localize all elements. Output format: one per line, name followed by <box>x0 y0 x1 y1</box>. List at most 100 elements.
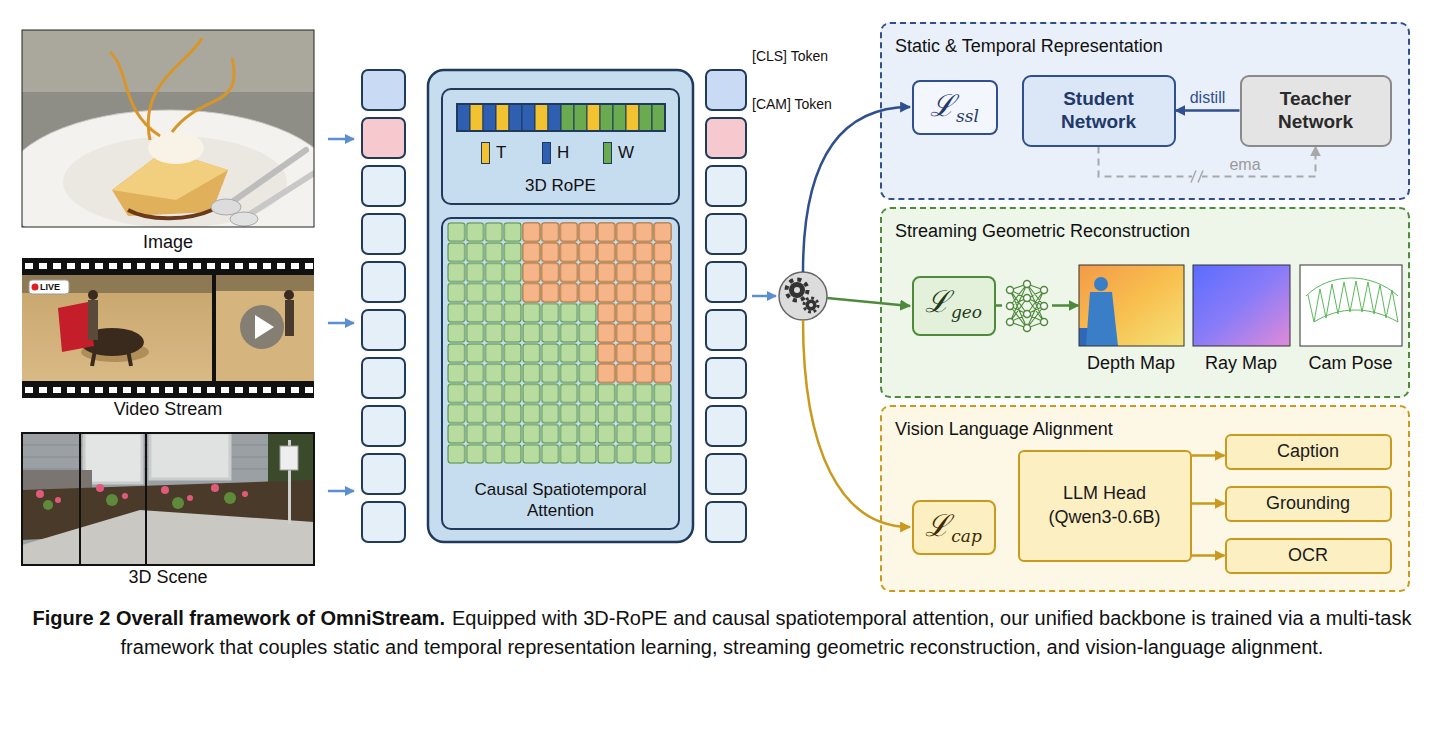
attention-grid <box>447 222 672 464</box>
token-square <box>706 502 746 542</box>
ray-map <box>1193 265 1290 346</box>
node-subscript: cap <box>951 526 982 546</box>
gear-icon <box>779 272 827 320</box>
node-text: Caption <box>1277 441 1339 463</box>
rope-bar <box>626 104 639 131</box>
scene-photo <box>36 490 44 498</box>
legend-swatch <box>603 142 612 164</box>
task-box: OCR <box>1225 538 1392 574</box>
camera-pose <box>1308 281 1398 322</box>
scene-photo <box>22 510 314 565</box>
node-text: LLM Head (Qwen3-0.6B) <box>1042 482 1168 529</box>
gear-icon <box>789 282 805 298</box>
token-square <box>362 70 746 542</box>
rope-bar <box>535 104 548 131</box>
depth-map <box>1079 265 1184 346</box>
film-strip <box>285 300 294 336</box>
node-text: Teacher Network <box>1250 88 1382 134</box>
token-square <box>706 358 746 398</box>
output-tile: Cam Pose <box>1300 265 1402 375</box>
network-icon <box>1002 278 1052 334</box>
live-badge-text: LIVE <box>40 280 68 294</box>
figure-title: Figure 2 Overall framework of OmniStream… <box>33 607 445 629</box>
flow-arrow <box>1192 554 1225 557</box>
scene-photo <box>43 492 236 510</box>
break-mark <box>1191 171 1203 183</box>
token-square <box>362 262 405 302</box>
rope-bar <box>613 104 626 131</box>
loss-box: ℒcap <box>912 500 996 555</box>
depth-map <box>1079 265 1184 346</box>
distill-arrow <box>1176 109 1240 112</box>
film-strip <box>88 300 98 340</box>
input-arrow <box>328 490 354 493</box>
scene-frame <box>22 433 314 565</box>
node-text: Depth Map <box>1087 353 1175 375</box>
scene-photo <box>242 491 248 497</box>
input-arrow <box>328 139 776 491</box>
scene-photo <box>161 486 169 494</box>
token-square <box>362 310 405 350</box>
gear-icon <box>804 298 818 312</box>
network-icon <box>1024 311 1031 318</box>
task-arrow <box>803 320 910 527</box>
film-strip <box>216 275 314 381</box>
film-strip <box>88 290 98 300</box>
backbone-box <box>428 70 693 542</box>
gear-icon <box>794 287 800 293</box>
dessert-photo <box>230 212 258 226</box>
task-arrow <box>827 298 910 306</box>
token-square <box>362 502 405 542</box>
network-icon <box>1024 295 1031 302</box>
film-strip <box>240 305 284 349</box>
panel-fill <box>880 207 1410 398</box>
node-text: Causal Spatiotemporal Attention <box>451 479 670 522</box>
scene-photo <box>96 484 104 492</box>
panel-fill <box>880 22 1410 592</box>
dessert-photo <box>128 210 212 218</box>
film-strip <box>22 258 314 398</box>
node-text: Cam Pose <box>1308 353 1392 375</box>
llm-head-box: LLM Head (Qwen3-0.6B) <box>1018 450 1192 562</box>
input-arrow <box>752 295 776 298</box>
token-square <box>706 118 746 158</box>
network-box: Student Network <box>1022 75 1176 147</box>
task-arrow <box>803 107 910 272</box>
rope-bar <box>496 104 509 131</box>
network-icon <box>1041 303 1048 310</box>
token-square <box>362 214 405 254</box>
rope-bar <box>457 104 665 131</box>
token-square <box>706 166 746 206</box>
rope-bar <box>548 104 561 131</box>
module-box: Causal Spatiotemporal Attention <box>441 217 680 530</box>
rope-bar <box>587 104 600 131</box>
rope-bar <box>652 104 665 131</box>
node-text: 3D RoPE <box>525 175 596 196</box>
task-panel: Streaming Geometric ReconstructionℒgeoDe… <box>880 207 1410 398</box>
task-box: Caption <box>1225 434 1392 470</box>
dessert-photo <box>232 150 306 202</box>
rope-bar <box>470 104 483 131</box>
node-text: Ray Map <box>1205 353 1277 375</box>
legend-swatch <box>481 142 490 164</box>
scene-photo <box>84 433 142 483</box>
network-icon <box>1007 319 1014 326</box>
film-strip <box>22 275 212 293</box>
scene-photo <box>43 500 53 510</box>
gear-icon <box>806 300 817 311</box>
panel-fill <box>880 405 1410 592</box>
token-label: [CLS] Token <box>752 48 828 65</box>
rope-bar <box>600 104 613 131</box>
dessert-photo <box>148 132 204 164</box>
token-square <box>706 310 746 350</box>
scene-photo <box>172 497 184 509</box>
scene-frame <box>80 433 146 565</box>
film-strip <box>29 280 69 294</box>
node-text: OCR <box>1288 545 1328 567</box>
task-arrow <box>803 107 910 527</box>
token-square <box>362 166 405 206</box>
flow-arrow <box>1192 454 1225 457</box>
dessert-photo <box>22 30 314 92</box>
node-text: Vision Language Alignment <box>895 419 1395 441</box>
